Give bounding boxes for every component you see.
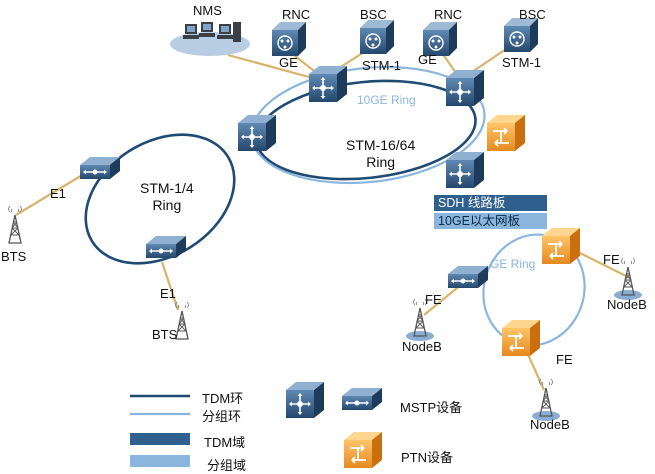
- ptn-device-ge-top[interactable]: [541, 227, 581, 265]
- stm1-right-label: STM-1: [502, 55, 541, 70]
- rnc-right-icon[interactable]: [422, 21, 458, 57]
- fe-bottom-label: FE: [556, 352, 573, 367]
- legend-mstp-flat-icon: [341, 387, 383, 411]
- legend-mstp-cube-icon: [285, 381, 325, 419]
- mstp-device-bottom[interactable]: [145, 235, 187, 259]
- legend-mstp-device-label: MSTP设备: [400, 400, 463, 415]
- stm1-left-label: STM-1: [362, 58, 401, 73]
- mstp-device-junction[interactable]: [237, 114, 277, 152]
- legend-packet-domain-label: 分组域: [207, 458, 247, 473]
- legend-packet-ring-label: 分组环: [202, 409, 242, 424]
- legend-tdm-domain-swatch: [130, 433, 190, 445]
- ptn-device-ge-bottom[interactable]: [501, 319, 541, 357]
- sdh-board-label: SDH 线路板: [434, 195, 547, 211]
- bsc-left-label: BSC: [360, 7, 387, 22]
- rnc-left-icon[interactable]: [271, 21, 307, 57]
- fe-right-label: FE: [603, 252, 620, 267]
- nodeb-bottom-label: NodeB: [530, 417, 570, 432]
- bts-bottom-label: BTS: [152, 327, 178, 342]
- legend-tdm-ring-label: TDM环: [202, 391, 244, 406]
- legend-packet-domain-swatch: [130, 455, 190, 467]
- rnc-left-label: RNC: [282, 7, 311, 22]
- bsc-left-icon[interactable]: [359, 19, 395, 55]
- nms-label: NMS: [193, 3, 222, 18]
- stm14-ring: [84, 133, 236, 265]
- bts-left-label: BTS: [1, 249, 27, 264]
- mstp-device-core-left[interactable]: [308, 65, 348, 103]
- stm16-64-ring-label: STM-16/64 Ring: [346, 137, 416, 170]
- nodeb-right-label: NodeB: [607, 297, 647, 312]
- ptn-device-ring[interactable]: [486, 114, 526, 152]
- mstp-device-core-right[interactable]: [445, 69, 485, 107]
- nms-workstations-icon[interactable]: [170, 22, 250, 56]
- ge-ring-label: GE Ring: [490, 257, 536, 271]
- legend-ptn-icon: [343, 431, 383, 469]
- 10ge-board-label: 10GE以太网板: [434, 213, 547, 229]
- e1-bottom-label: E1: [160, 286, 176, 301]
- ge-left-label: GE: [279, 55, 298, 70]
- bsc-right-label: BSC: [519, 7, 546, 22]
- fe-left-label: FE: [425, 292, 442, 307]
- legend-tdm-domain-label: TDM域: [204, 435, 246, 450]
- ge-right-label: GE: [418, 52, 437, 67]
- bsc-right-icon[interactable]: [503, 17, 539, 53]
- mstp-device-sdh[interactable]: [445, 151, 485, 189]
- nodeb-left-label: NodeB: [402, 339, 442, 354]
- mstp-device-left[interactable]: [79, 156, 121, 180]
- access-links: [15, 42, 631, 391]
- stm14-ring-label: STM-1/4 Ring: [140, 180, 194, 213]
- rnc-right-label: RNC: [434, 7, 463, 22]
- e1-left-label: E1: [50, 186, 66, 201]
- bts-left-tower-icon[interactable]: [7, 205, 23, 244]
- nodeb-bottom-icon[interactable]: [532, 379, 560, 421]
- 10ge-ring-label: 10GE Ring: [357, 93, 416, 107]
- mstp-device-ge-left[interactable]: [447, 265, 489, 289]
- legend-ptn-device-label: PTN设备: [401, 450, 454, 465]
